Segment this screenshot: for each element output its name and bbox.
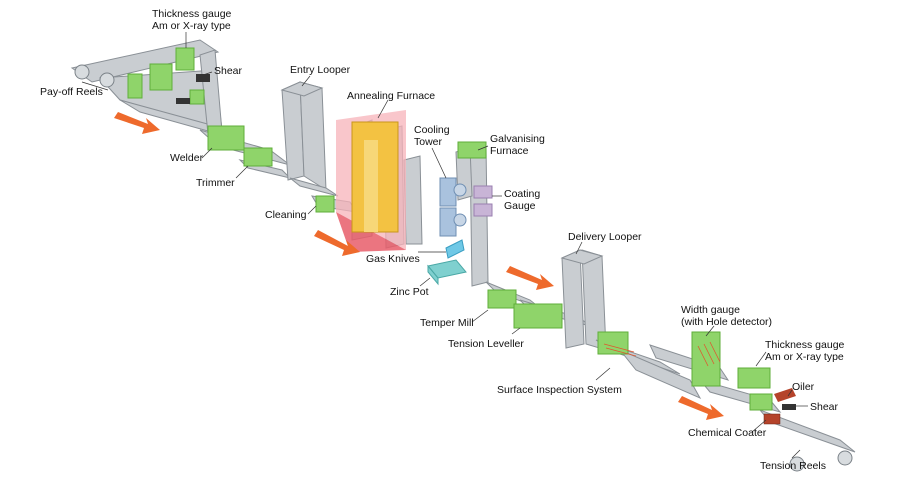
label-cooling-tower-line1: Cooling	[414, 124, 450, 136]
equipment-blocks	[127, 47, 773, 411]
label-delivery-looper: Delivery Looper	[568, 231, 642, 243]
annealing-furnace-unit	[336, 110, 406, 252]
label-entry-looper: Entry Looper	[290, 64, 351, 76]
payoff-reels	[74, 64, 115, 88]
label-payoff-reels: Pay-off Reels	[40, 86, 103, 98]
label-surface-inspection: Surface Inspection System	[497, 384, 622, 396]
label-thickness-gauge-top-line1: Thickness gauge	[152, 8, 232, 20]
label-welder: Welder	[170, 152, 204, 164]
coating-gauge	[473, 185, 493, 217]
label-shear-top: Shear	[214, 65, 243, 77]
inspection-lines	[603, 341, 721, 367]
leader-lines	[81, 32, 808, 459]
label-gas-knives: Gas Knives	[366, 253, 420, 265]
label-cooling-tower: Cooling Tower	[414, 124, 450, 148]
label-zinc-pot: Zinc Pot	[390, 286, 429, 298]
label-shear-bottom: Shear	[810, 401, 839, 413]
label-thickness-gauge-bottom-line1: Thickness gauge	[765, 339, 845, 351]
label-cleaning: Cleaning	[265, 209, 307, 221]
label-thickness-gauge-bottom: Thickness gauge Am or X-ray type	[765, 339, 844, 363]
label-annealing-furnace: Annealing Furnace	[347, 90, 436, 102]
gas-knives	[445, 239, 465, 259]
label-chemical-coater: Chemical Coater	[688, 427, 767, 439]
flow-arrows	[114, 112, 724, 420]
label-width-gauge-line1: Width gauge	[681, 304, 740, 316]
oiler	[774, 388, 796, 402]
label-thickness-gauge-bottom-line2: Am or X-ray type	[765, 351, 844, 363]
label-coating-gauge: Coating Gauge	[504, 188, 540, 212]
label-coating-gauge-line2: Gauge	[504, 200, 536, 212]
label-galvanising-line2: Furnace	[490, 145, 529, 157]
label-temper-mill: Temper Mill	[420, 317, 474, 329]
label-galvanising-line1: Galvanising	[490, 133, 545, 145]
zinc-pot	[427, 259, 467, 286]
label-tension-leveller: Tension Leveller	[448, 338, 524, 350]
shear-blades	[176, 74, 796, 410]
label-oiler: Oiler	[792, 381, 815, 393]
chemical-coater	[763, 413, 781, 425]
label-width-gauge-line2: (with Hole detector)	[681, 316, 773, 328]
label-thickness-gauge-top-line2: Am or X-ray type	[152, 20, 231, 32]
label-trimmer: Trimmer	[196, 177, 235, 189]
label-cooling-tower-line2: Tower	[414, 136, 443, 148]
label-coating-gauge-line1: Coating	[504, 188, 541, 200]
label-galvanising-furnace: Galvanising Furnace	[490, 133, 545, 157]
tension-reels	[789, 450, 853, 472]
label-thickness-gauge-top: Thickness gauge Am or X-ray type	[152, 8, 231, 32]
label-tension-reels: Tension Reels	[760, 460, 826, 472]
cooling-tower	[439, 177, 467, 237]
label-width-gauge: Width gauge (with Hole detector)	[681, 304, 772, 328]
